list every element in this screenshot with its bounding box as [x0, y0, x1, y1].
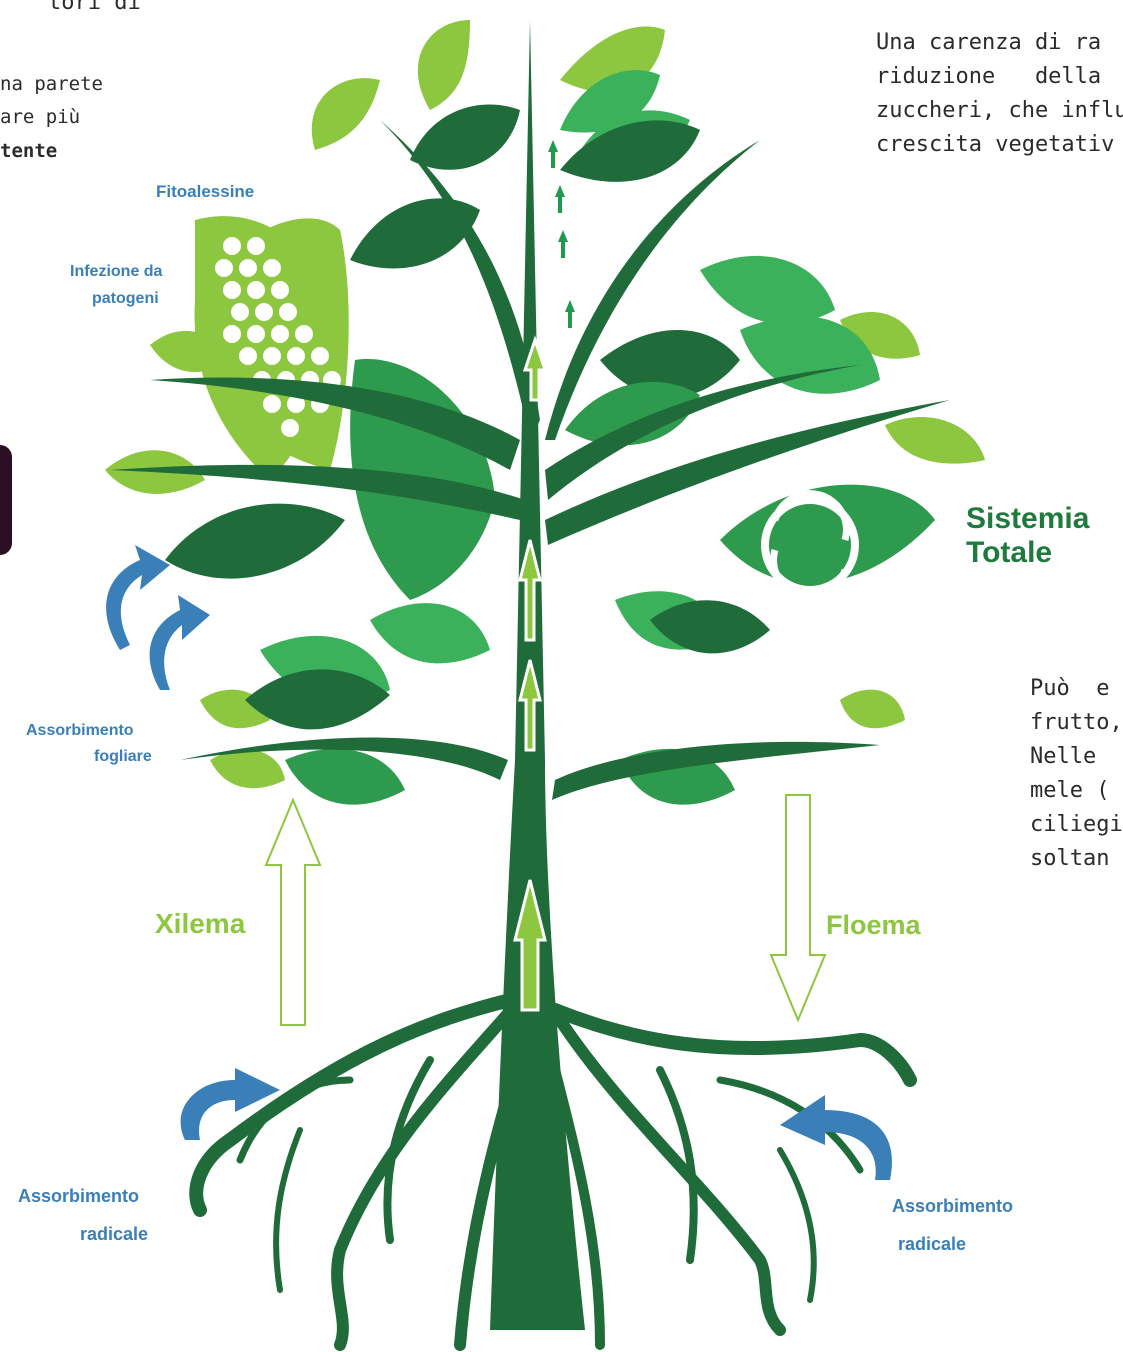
label-assorb-fogliare-line2: fogliare [94, 748, 152, 766]
label-assorb-fogliare-line1: Assorbimento [26, 722, 134, 740]
xilema-arrow [266, 800, 320, 1025]
label-infezione-line2: patogeni [92, 290, 159, 308]
label-sistemia-line1: Sistemia [966, 502, 1089, 536]
label-assorb-radicale-left-line2: radicale [80, 1224, 148, 1245]
label-assorb-radicale-left-line1: Assorbimento [18, 1186, 139, 1207]
label-sistemia-line2: Totale [966, 536, 1052, 570]
label-assorb-radicale-right-line2: radicale [898, 1234, 966, 1255]
label-infezione-line1: Infezione da [70, 263, 162, 281]
label-assorb-radicale-right-line1: Assorbimento [892, 1196, 1013, 1217]
sistemia-leaf [720, 485, 935, 597]
label-floema: Floema [826, 910, 921, 941]
label-fitoalessine: Fitoalessine [156, 182, 254, 202]
blue-arrows [106, 545, 892, 1180]
label-xilema: Xilema [155, 908, 245, 940]
floema-arrow [771, 795, 825, 1020]
